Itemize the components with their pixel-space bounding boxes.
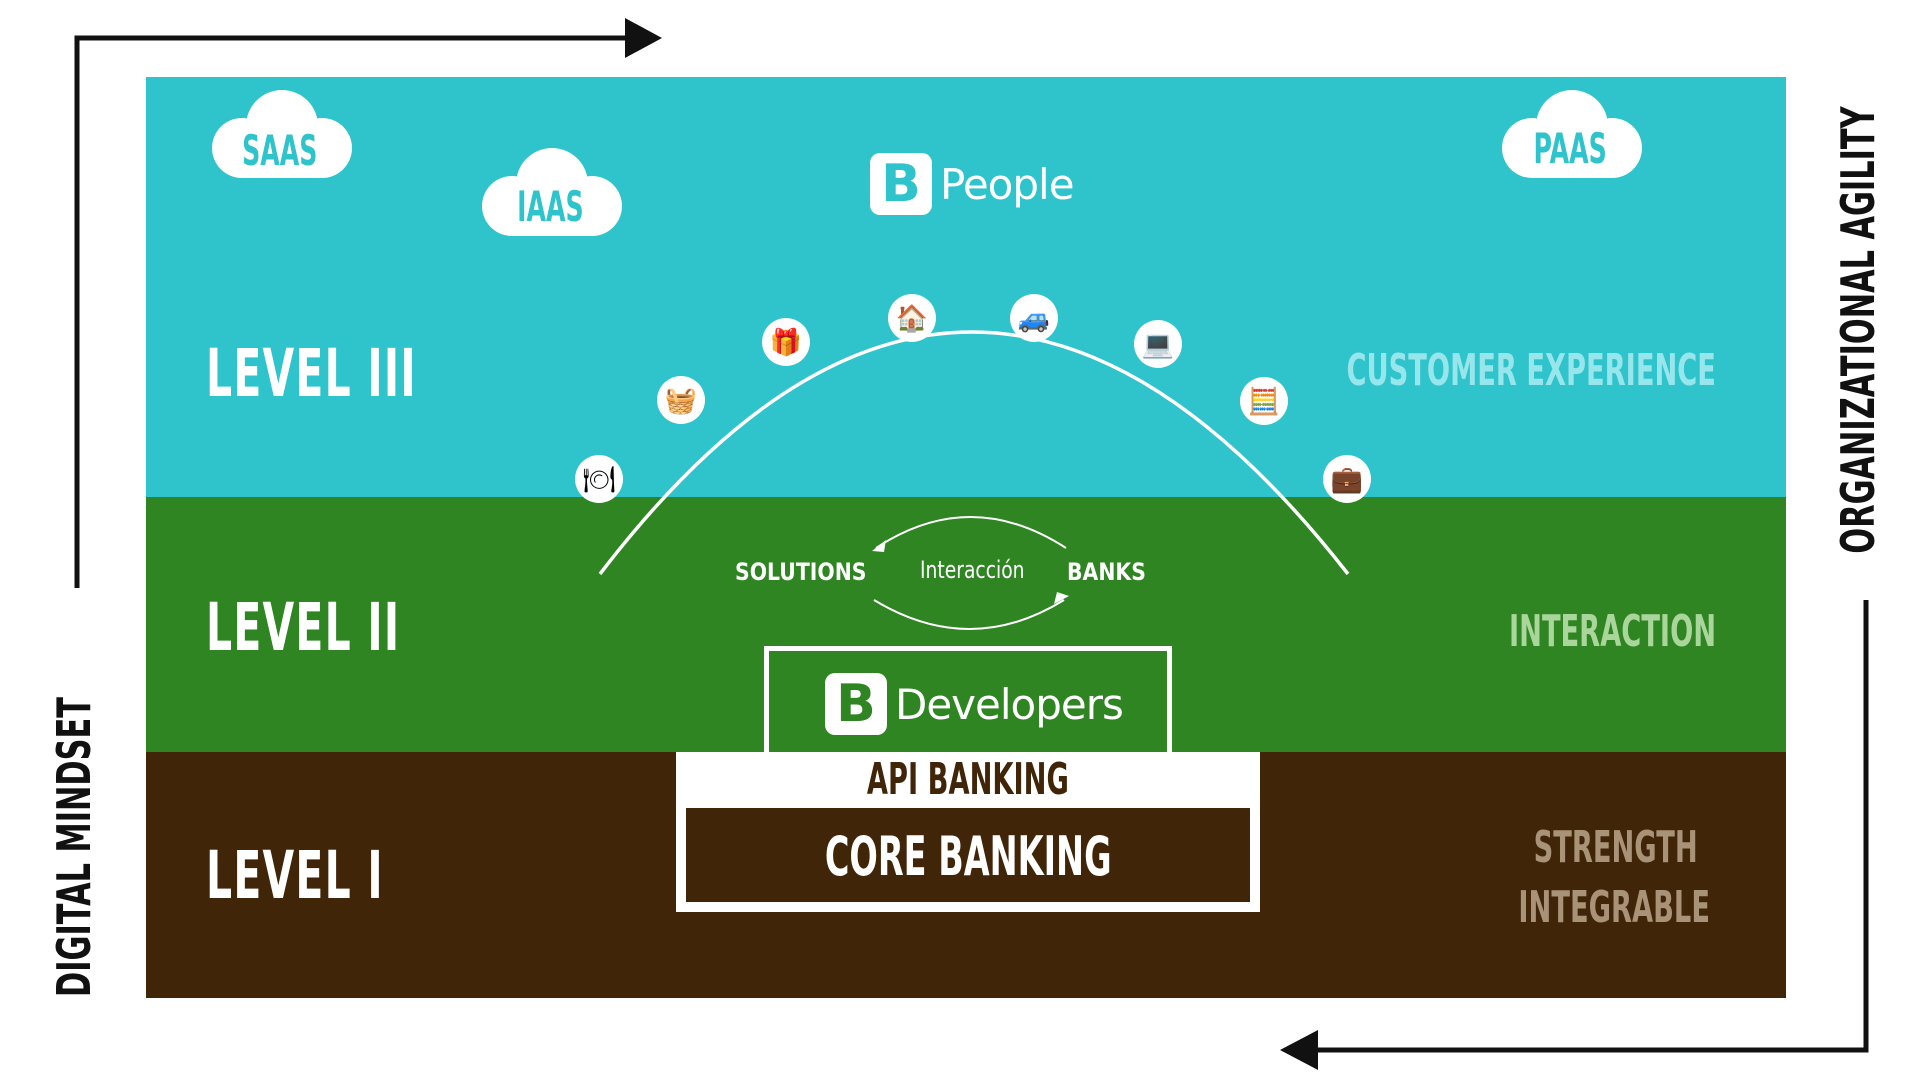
- solutions-label: SOLUTIONS: [735, 558, 867, 586]
- api-banking-label: API BANKING: [866, 754, 1070, 805]
- b-logo-icon: B: [825, 673, 887, 735]
- api-banking-frame: API BANKING CORE BANKING: [676, 752, 1260, 912]
- top-arrow-head: [625, 18, 662, 58]
- cloud-icon: [1502, 90, 1642, 178]
- interaction-top-arrow: [875, 516, 1067, 549]
- shopping-basket-icon: 🧺: [657, 376, 705, 424]
- bottom-right-arrow-line: [1300, 600, 1869, 1053]
- paas-label: PAAS: [1533, 124, 1607, 173]
- food-tray-icon: 🍽: [575, 455, 623, 503]
- bottom-arrow-head: [1280, 1030, 1318, 1070]
- b-logo-icon: B: [870, 153, 932, 215]
- iaas-cloud: IAAS: [474, 146, 626, 238]
- digital-mindset-label: DIGITAL MINDSET: [47, 697, 101, 997]
- level-3-label: LEVEL III: [206, 335, 417, 412]
- level-1-label: LEVEL I: [206, 837, 384, 914]
- b-logo-letter: B: [836, 674, 876, 734]
- developers-frame: B Developers: [764, 646, 1172, 752]
- integrable-label: INTEGRABLE: [1518, 882, 1710, 933]
- saas-label: SAAS: [242, 126, 318, 175]
- developers-label: Developers: [895, 679, 1124, 729]
- calculator-icon: 🧮: [1240, 377, 1288, 425]
- gift-icon: 🎁: [762, 318, 810, 366]
- interaction-bottom-arrow: [873, 599, 1065, 630]
- interaction-label: INTERACTION: [1508, 606, 1716, 657]
- house-icon: 🏠: [888, 294, 936, 342]
- interaction-bottom-arrow-head: [1054, 592, 1069, 604]
- interaction-top-arrow-head: [872, 540, 886, 552]
- iaas-label: IAAS: [516, 182, 584, 231]
- suitcase-icon: 💼: [1323, 455, 1371, 503]
- core-banking-box: CORE BANKING: [686, 808, 1250, 902]
- b-logo-letter: B: [881, 154, 921, 214]
- top-left-arrow-line: [74, 35, 640, 588]
- organizational-agility-label: ORGANIZATIONAL AGILITY: [1831, 106, 1885, 554]
- banks-label: BANKS: [1067, 558, 1146, 586]
- bdevelopers-brand: B Developers: [825, 673, 1124, 735]
- computer-icon: 💻: [1134, 320, 1182, 368]
- saas-cloud: SAAS: [204, 88, 356, 180]
- interaccion-label: Interacción: [920, 556, 1025, 584]
- strength-label: STRENGTH: [1533, 822, 1698, 873]
- arc-line: [598, 330, 1350, 576]
- cloud-icon: [482, 148, 622, 236]
- core-banking-label: CORE BANKING: [824, 825, 1112, 888]
- bpeople-brand: B People: [870, 153, 1075, 215]
- people-label: People: [940, 159, 1075, 209]
- car-icon: 🚙: [1010, 294, 1058, 342]
- level-2-label: LEVEL II: [206, 589, 401, 666]
- paas-cloud: PAAS: [1494, 88, 1646, 180]
- cloud-icon: [212, 90, 352, 178]
- customer-experience-label: CUSTOMER EXPERIENCE: [1346, 345, 1716, 396]
